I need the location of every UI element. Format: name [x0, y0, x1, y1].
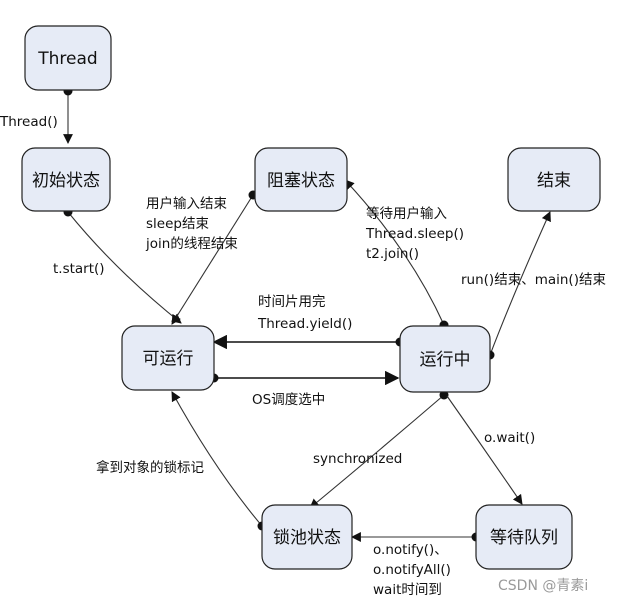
node-runnable-label: 可运行 [143, 349, 194, 369]
node-running-label: 运行中 [420, 350, 471, 370]
node-blocked: 阻塞状态 [254, 147, 348, 212]
label-blocked-to-runnable-2: sleep结束 [146, 216, 209, 232]
edge-running-to-lock [309, 394, 445, 509]
node-lock-pool: 锁池状态 [261, 504, 353, 570]
edge-blocked-to-runnable [171, 194, 254, 325]
node-end: 结束 [507, 147, 601, 212]
edge-start-dot [439, 390, 449, 400]
edge-initial-to-runnable [67, 211, 182, 324]
label-t-start: t.start() [53, 261, 105, 277]
label-running-to-end: run()结束、main()结束 [461, 272, 606, 288]
node-lock-pool-label: 锁池状态 [273, 528, 341, 548]
label-wait-to-lock-1: o.notify()、 [373, 542, 448, 558]
label-blocked-to-runnable-1: 用户输入结束 [146, 195, 227, 212]
node-initial-label: 初始状态 [32, 171, 100, 191]
edge-running-to-end [489, 211, 551, 356]
label-running-to-runnable-2: Thread.yield() [257, 316, 352, 332]
label-running-to-runnable-1: 时间片用完 [258, 294, 326, 310]
label-thread-ctor: Thread() [0, 114, 58, 130]
edge-running-to-wait [446, 395, 523, 505]
label-lock-to-runnable: 拿到对象的锁标记 [96, 459, 204, 476]
node-end-label: 结束 [537, 171, 571, 191]
node-runnable: 可运行 [121, 325, 215, 391]
label-runnable-to-running: OS调度选中 [252, 392, 325, 408]
node-initial: 初始状态 [21, 147, 111, 212]
label-synchronized: synchronized [313, 451, 402, 467]
label-running-to-blocked-2: Thread.sleep() [365, 226, 464, 242]
label-running-to-blocked-3: t2.join() [366, 246, 419, 262]
label-wait-to-lock-2: o.notifyAll() [373, 562, 451, 578]
node-wait-queue-label: 等待队列 [490, 528, 558, 548]
label-o-wait: o.wait() [484, 430, 535, 446]
node-running: 运行中 [399, 325, 491, 393]
node-thread: Thread [24, 25, 112, 91]
watermark: CSDN @青素i [498, 578, 588, 594]
node-thread-label: Thread [37, 49, 97, 69]
label-wait-to-lock-3: wait时间到 [373, 582, 442, 598]
edge-lock-to-runnable [171, 391, 263, 527]
edge-running-to-blocked [344, 179, 445, 326]
label-blocked-to-runnable-3: join的线程结束 [145, 236, 238, 252]
label-running-to-blocked-1: 等待用户输入 [366, 205, 447, 222]
node-wait-queue: 等待队列 [475, 504, 573, 570]
node-blocked-label: 阻塞状态 [267, 171, 335, 191]
edges [63, 86, 551, 542]
